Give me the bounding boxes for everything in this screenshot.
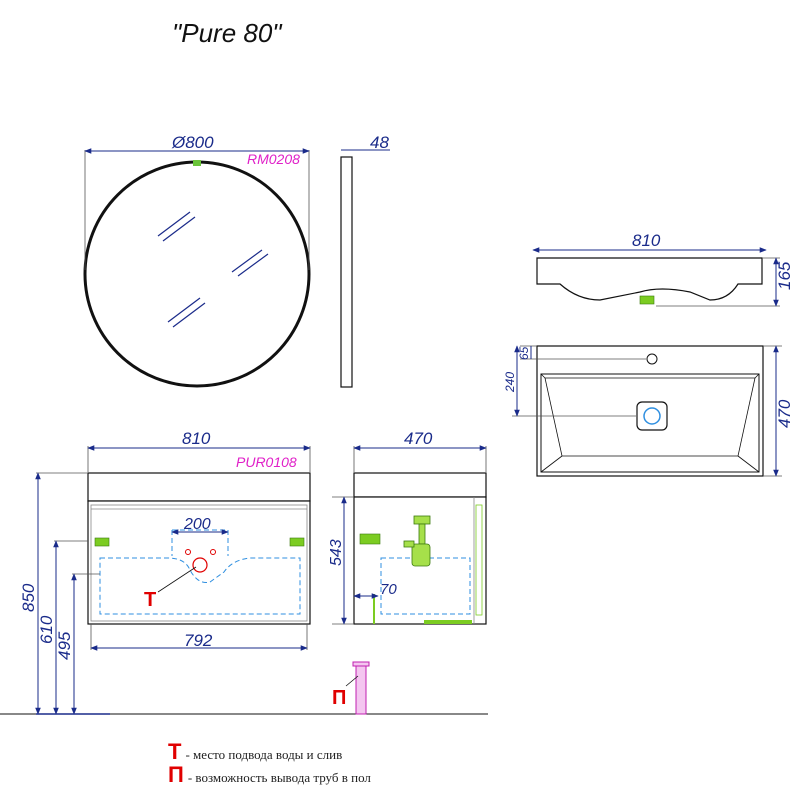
mirror-code-label: RM0208 [247,151,300,167]
legend-mark-t: Т [168,739,182,764]
legend-item-water: Т- место подвода воды и слив [168,739,342,765]
pipe-offset-label: 70 [380,581,397,598]
total-height-label: 850 [19,583,38,612]
cabinet-side-view [332,445,487,625]
mirror-side-view [340,149,390,388]
glass-reflection-marks [157,211,269,328]
drain-offset-label: 240 [503,372,517,393]
basin-height-label: 165 [775,261,794,290]
basin-depth-label: 470 [775,399,794,428]
legend-item-floor: П- возможность вывода труб в пол [168,762,371,788]
tap-offset-label: 65 [517,346,531,360]
cabinet-inner-width-label: 792 [184,631,213,650]
cabinet-code-label: PUR0108 [236,454,297,470]
basin-top-view [512,345,782,477]
water-supply-marker: Т [144,589,156,611]
legend-mark-p: П [168,762,184,787]
floor-line [0,661,488,715]
mirror-depth-label: 48 [370,133,389,152]
cabinet-front-view [35,445,311,715]
cabinet-bottom-height-label: 610 [37,615,56,644]
siphon-icon [403,515,431,567]
cabinet-height-label: 543 [328,539,345,566]
cabinet-width-label: 810 [182,429,211,448]
drawing-title: "Pure 80" [172,18,282,48]
mirror-diameter-label: Ø800 [171,133,214,152]
basin-side-view [532,247,780,307]
legend-text-water: - место подвода воды и слив [185,747,343,762]
mirror-front-view [83,148,311,388]
legend-text-floor: - возможность вывода труб в пол [187,770,371,785]
drain-height-label: 495 [55,631,74,660]
opening-width-label: 200 [183,516,211,533]
cabinet-depth-label: 470 [404,429,433,448]
basin-width-label: 810 [632,231,661,250]
floor-outlet-marker: П [332,687,346,709]
